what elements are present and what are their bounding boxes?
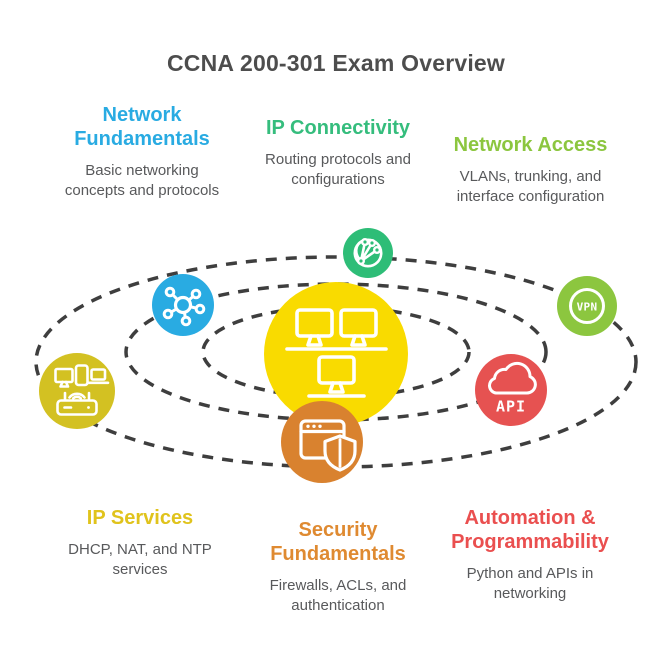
topic-desc: Python and APIs in networking (466, 565, 594, 602)
topic-desc: Basic networking concepts and protocols (64, 162, 220, 199)
devices-router-icon (54, 364, 110, 416)
orbit-ellipse-middle (124, 282, 548, 422)
topic-network-fundamentals: Network Fundamentals Basic networking co… (57, 103, 227, 201)
satellite-circle (343, 228, 393, 278)
hub-network-icon (162, 286, 206, 327)
satellite-circle (557, 276, 617, 336)
topic-ip-connectivity: IP Connectivity Routing protocols and co… (238, 116, 438, 190)
topic-title: Network Access (453, 134, 608, 156)
topic-desc: DHCP, NAT, and NTP services (68, 541, 212, 578)
browser-shield-icon (299, 419, 357, 472)
page-title: CCNA 200-301 Exam Overview (166, 50, 506, 76)
vpn-label: VPN (577, 301, 598, 314)
globe-network-icon (353, 237, 383, 268)
topic-security-fundamentals: Security Fundamentals Firewalls, ACLs, a… (258, 518, 418, 616)
topic-title: Security Fundamentals (270, 519, 406, 565)
center-topic-circle (264, 282, 408, 426)
topic-ip-services: IP Services DHCP, NAT, and NTP services (50, 506, 230, 580)
cloud-api-icon: API (488, 361, 537, 416)
topic-network-access: Network Access VLANs, trunking, and inte… (433, 133, 628, 207)
topic-title: Network Fundamentals (74, 104, 210, 150)
orbit-ellipse-outer (34, 255, 638, 469)
topic-desc: VLANs, trunking, and interface configura… (456, 168, 605, 205)
topic-title: IP Services (86, 507, 194, 529)
topic-desc: Firewalls, ACLs, and authentication (269, 577, 407, 614)
api-label: API (496, 398, 526, 416)
topic-desc: Routing protocols and configurations (265, 151, 411, 188)
computer-network-icon (285, 308, 388, 398)
topic-title: Automation & Programmability (451, 507, 609, 553)
topic-title: IP Connectivity (265, 117, 411, 139)
topic-automation-programmability: Automation & Programmability Python and … (435, 506, 625, 604)
vpn-badge-icon: VPN (569, 288, 605, 324)
